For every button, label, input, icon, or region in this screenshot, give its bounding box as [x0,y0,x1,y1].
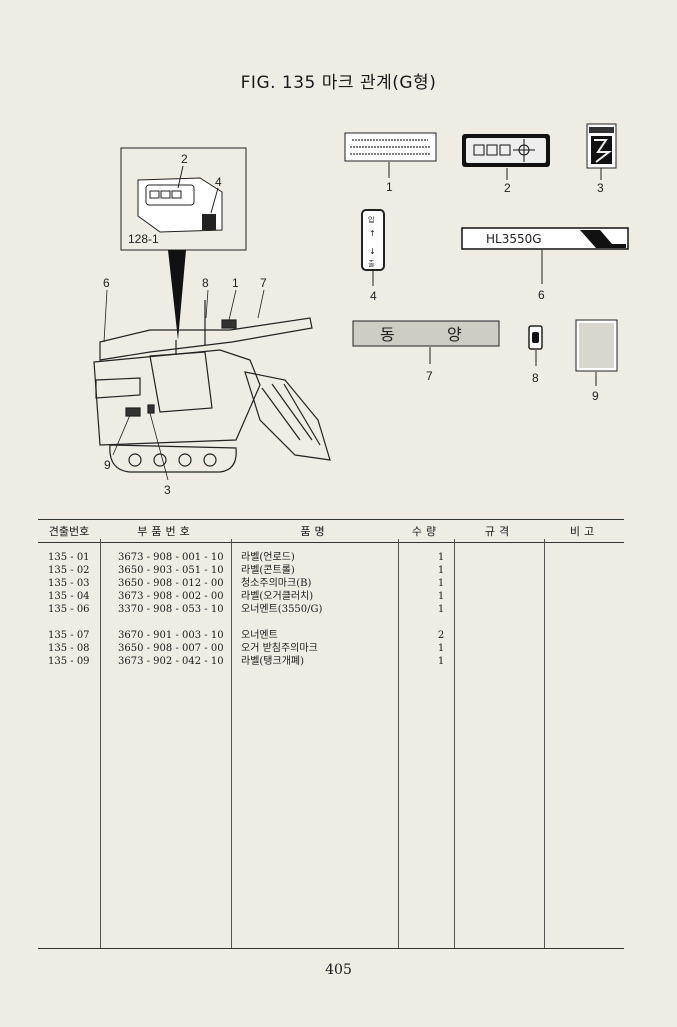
header-spec: 규격 [454,519,544,543]
label4-bottom: 출 [368,259,375,268]
label4-up: ↑ [369,229,376,238]
label4-down: ↓ [369,247,376,256]
part-8-label [528,325,543,366]
part-callout-3: 3 [597,181,604,195]
machine-callout-8: 8 [202,276,209,290]
part-callout-6: 6 [538,288,545,302]
machine-callout-7: 7 [260,276,267,290]
owner-plate-char-2: 양 [447,325,462,344]
machine-callouts [103,289,265,481]
table-bottom-rule [38,948,624,949]
part-9-label [575,319,618,386]
part-callout-4: 4 [370,289,377,303]
table-row: 135 - 03 3650 - 908 - 012 - 00 청소주의마크(B)… [48,578,445,589]
table-row: 135 - 09 3673 - 902 - 042 - 10 라벨(탱크개폐) … [48,656,445,667]
column-divider [231,539,232,949]
header-remarks: 비고 [544,519,624,543]
table-row: 135 - 06 3370 - 908 - 053 - 10 오너멘트(3550… [48,604,445,615]
part-2-label [462,134,550,180]
part-7-owner-plate: 동 양 [352,320,500,364]
machine-callout-3: 3 [164,483,171,497]
column-divider [544,539,545,949]
header-part-no: 부품번호 [100,519,231,543]
combine-machine [93,300,331,473]
inset-detail: 2 4 128-1 [120,147,247,340]
table-row: 135 - 02 3650 - 903 - 051 - 10 라벨(콘트롤) 1 [48,565,445,576]
header-ref-no: 견출번호 [38,519,100,543]
part-callout-8: 8 [532,371,539,385]
model-plate-text: HL3550G [486,232,542,246]
table-header-row: 견출번호 부품번호 품명 수량 규격 비고 [38,519,624,543]
table-row: 135 - 01 3673 - 908 - 001 - 10 라벨(언로드) 1 [48,552,445,563]
column-divider [100,539,101,949]
part-callout-9: 9 [592,389,599,403]
column-divider [398,539,399,949]
part-3-label [586,123,617,180]
table-row: 135 - 04 3673 - 908 - 002 - 00 라벨(오거클러치)… [48,591,445,602]
part-callout-1: 1 [386,180,393,194]
part-1-label [344,132,437,178]
inset-callout-4: 4 [215,175,222,189]
machine-callout-9: 9 [104,458,111,472]
part-callout-7: 7 [426,369,433,383]
table-row: 135 - 08 3650 - 908 - 007 - 00 오거 받침주의마크… [48,643,445,654]
owner-plate-char-1: 동 [380,325,395,344]
header-part-name: 품명 [231,519,398,543]
page-number: 405 [325,962,352,978]
part-6-model-plate: HL3550G [461,227,629,284]
part-callout-2: 2 [504,181,511,195]
part-4-label: 입 ↑ ↓ 출 [361,209,385,286]
label4-top: 입 [368,216,374,224]
machine-callout-1: 1 [232,276,239,290]
parts-table: 견출번호 부품번호 품명 수량 규격 비고 135 - 01 3673 - 90… [38,519,624,668]
header-qty: 수량 [398,519,454,543]
inset-label: 128-1 [128,232,159,246]
table-row [38,616,624,629]
inset-callout-2: 2 [181,152,188,166]
column-divider [454,539,455,949]
table-row: 135 - 07 3670 - 901 - 003 - 10 오너멘트 2 [48,630,445,641]
machine-callout-6: 6 [103,276,110,290]
parts-illustration: 2 4 128-1 6 8 1 7 9 3 [93,123,629,497]
page-title: FIG. 135 마크 관계(G형) [240,73,437,93]
